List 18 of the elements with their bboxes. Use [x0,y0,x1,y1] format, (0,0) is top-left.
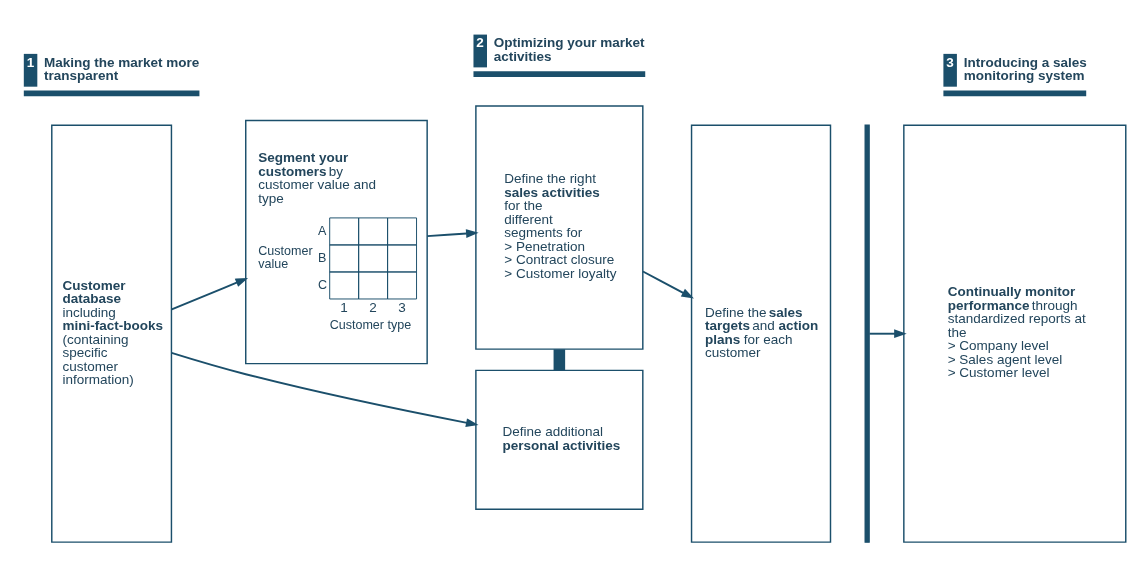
node-box: Customer database including mini-fact-books (containing specific customer information) [51,124,173,543]
label: 3 [946,54,954,70]
node-box: Define the sales targets and action plans for each customer [690,124,832,543]
node-box: Define additional personal activities [475,369,644,510]
arrow [426,228,479,238]
node-bar [864,124,870,543]
arrow [868,328,907,338]
label: 1 [26,54,35,70]
label: 2 [476,34,484,50]
label: Optimizing your market activities [493,34,645,64]
label: Making the market more transparent [44,54,200,83]
label: Introducing a sales monitoring system [963,54,1087,83]
node-box: Continually monitor performance through standardized reports at the > Company level > Sales agent level > Customer level [903,124,1127,543]
arrow [642,270,694,299]
connector [553,348,566,370]
arrow [170,277,249,310]
node-box: Define the right sales activities for the different segments for > Penetration > Contract closure > Customer loyalty [475,104,644,350]
arrow [170,351,479,427]
